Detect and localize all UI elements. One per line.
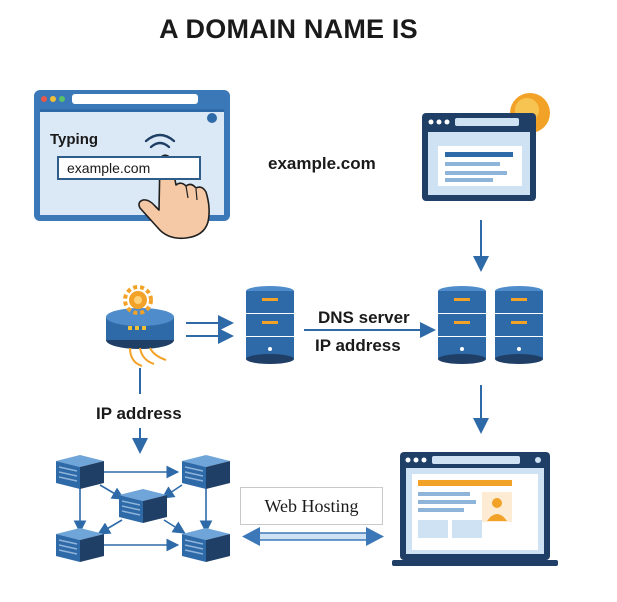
network-node-icon bbox=[119, 489, 167, 523]
server-rack-icon bbox=[246, 286, 294, 364]
laptop-webpage-icon bbox=[392, 452, 558, 566]
dns-server-label: DNS server bbox=[318, 308, 410, 327]
server-rack-icon bbox=[495, 286, 543, 364]
gear-icon bbox=[123, 285, 153, 315]
domain-label: example.com bbox=[268, 154, 376, 173]
diagram-title: A DOMAIN NAME IS bbox=[159, 14, 418, 44]
user-profile-icon bbox=[482, 492, 512, 522]
network-node-icon bbox=[182, 528, 230, 562]
hosting-double-arrow bbox=[242, 527, 384, 546]
ip-address-label-network: IP address bbox=[96, 404, 182, 423]
pointing-hand-icon bbox=[138, 154, 210, 240]
ip-address-label-dns: IP address bbox=[315, 336, 401, 355]
typing-label: Typing bbox=[50, 131, 99, 148]
router-icon bbox=[106, 308, 174, 367]
network-links bbox=[73, 465, 213, 552]
web-hosting-label: Web Hosting bbox=[240, 487, 383, 525]
server-rack-icon bbox=[438, 286, 486, 364]
url-input: example.com bbox=[57, 156, 201, 180]
network-node-icon bbox=[56, 528, 104, 562]
website-window-icon bbox=[422, 113, 536, 201]
network-node-icon bbox=[56, 455, 104, 489]
tap-waves-icon bbox=[144, 133, 176, 149]
network-node-icon bbox=[182, 455, 230, 489]
connection-arrows bbox=[186, 315, 234, 344]
